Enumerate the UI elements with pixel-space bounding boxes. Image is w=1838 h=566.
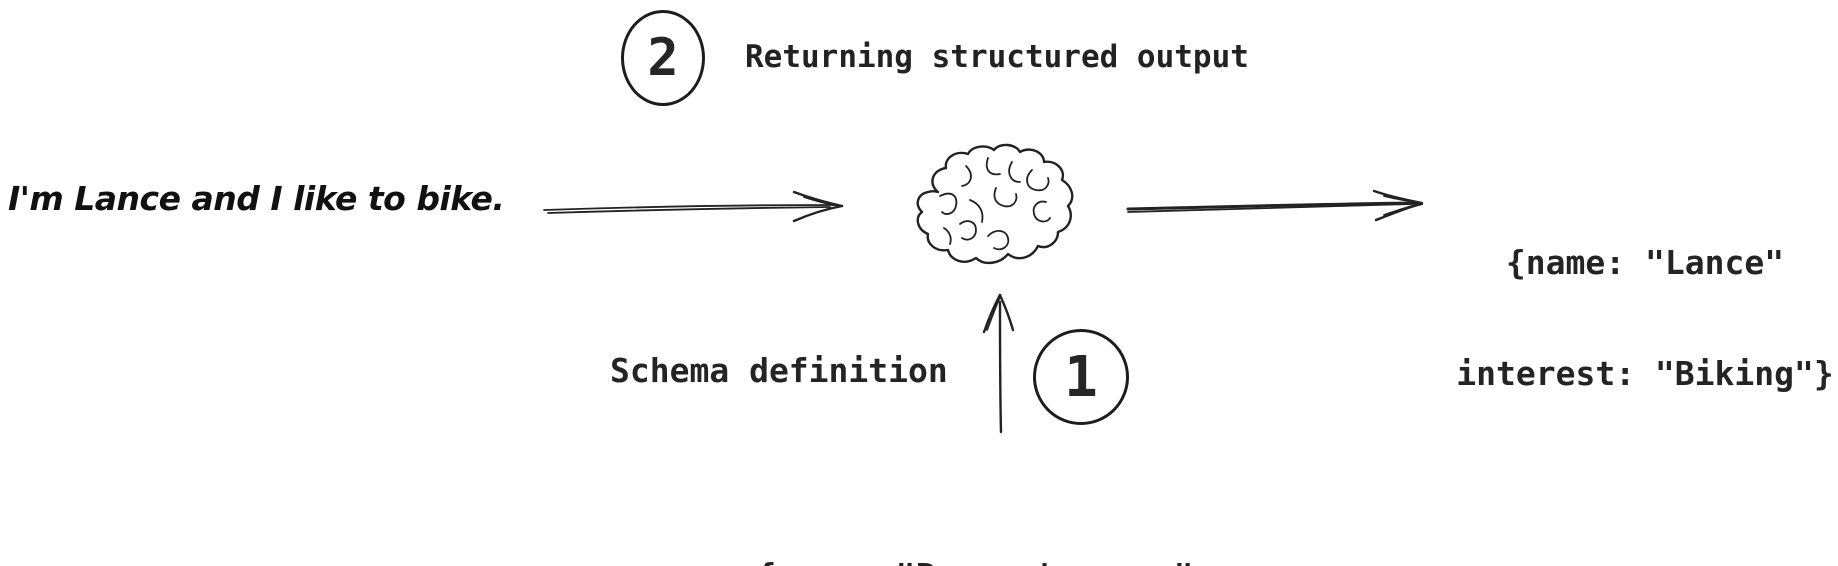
arrow-up-icon bbox=[982, 293, 1015, 434]
schema-line-1: {name: "Person's name" bbox=[660, 556, 1290, 566]
step-2-badge: 2 bbox=[621, 10, 705, 106]
output-line-2: interest: "Biking"} bbox=[1456, 354, 1834, 393]
schema-definition-label: Schema definition bbox=[610, 351, 948, 390]
step-2-number: 2 bbox=[647, 28, 679, 88]
diagram-title: Returning structured output bbox=[745, 39, 1249, 75]
schema-definition-text: {name: "Person's name" interest: "Person… bbox=[660, 478, 1290, 566]
step-1-number: 1 bbox=[1064, 344, 1098, 410]
brain-icon bbox=[916, 143, 1074, 265]
arrow-right-output-icon bbox=[1126, 189, 1424, 222]
input-message: I'm Lance and I like to bike. bbox=[8, 179, 505, 218]
structured-output: {name: "Lance" interest: "Biking"} bbox=[1450, 170, 1838, 466]
output-line-1: {name: "Lance" bbox=[1505, 243, 1785, 282]
arrow-right-input-icon bbox=[543, 190, 844, 223]
step-1-badge: 1 bbox=[1033, 329, 1129, 425]
